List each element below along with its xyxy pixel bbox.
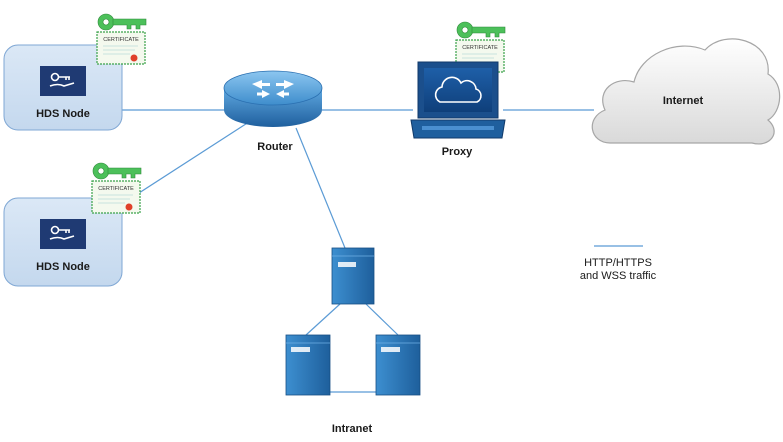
intranet-server-top[interactable] [331, 247, 375, 305]
internet-cloud[interactable] [591, 38, 781, 145]
certificate-title: CERTIFICATE [103, 37, 139, 43]
router-icon[interactable] [223, 70, 323, 127]
internet-label: Internet [662, 95, 704, 107]
link-hds2-router [121, 119, 253, 205]
links [121, 109, 594, 393]
intranet-server-left[interactable] [285, 334, 331, 396]
link-intranet-left [305, 303, 341, 336]
certificate-icon: CERTIFICATE [91, 180, 141, 214]
key-hand-glyph [49, 225, 75, 240]
key-icon [97, 13, 147, 31]
cloud-icon [434, 76, 482, 103]
proxy-icon[interactable] [410, 61, 506, 139]
legend-line-2: and WSS traffic [579, 270, 657, 282]
key-icon [456, 21, 506, 39]
link-intranet-right [365, 303, 399, 336]
certificate-icon: CERTIFICATE [96, 31, 146, 65]
proxy-label: Proxy [441, 146, 473, 158]
certificate-title: CERTIFICATE [98, 186, 134, 192]
certificate-title: CERTIFICATE [462, 45, 498, 51]
certificate-with-key-1: CERTIFICATE [96, 13, 147, 65]
key-icon [92, 162, 142, 180]
key-hand-glyph [49, 72, 75, 87]
router-label: Router [257, 141, 293, 153]
hds-key-hand-icon [40, 66, 86, 96]
hds-node-1[interactable] [3, 44, 123, 131]
legend-line-1: HTTP/HTTPS [584, 257, 652, 269]
certificate-with-key-2: CERTIFICATE [91, 162, 142, 214]
hds-node-2[interactable] [3, 197, 123, 287]
hds-node-2-label: HDS Node [36, 261, 90, 273]
hds-key-hand-icon [40, 219, 86, 249]
hds-node-1-label: HDS Node [36, 108, 90, 120]
link-router-intranet [295, 127, 346, 249]
router-arrows-glyph [252, 80, 294, 98]
intranet-server-right[interactable] [375, 334, 421, 396]
intranet-label: Intranet [331, 423, 373, 435]
legend-label: HTTP/HTTPS and WSS traffic [560, 257, 676, 283]
